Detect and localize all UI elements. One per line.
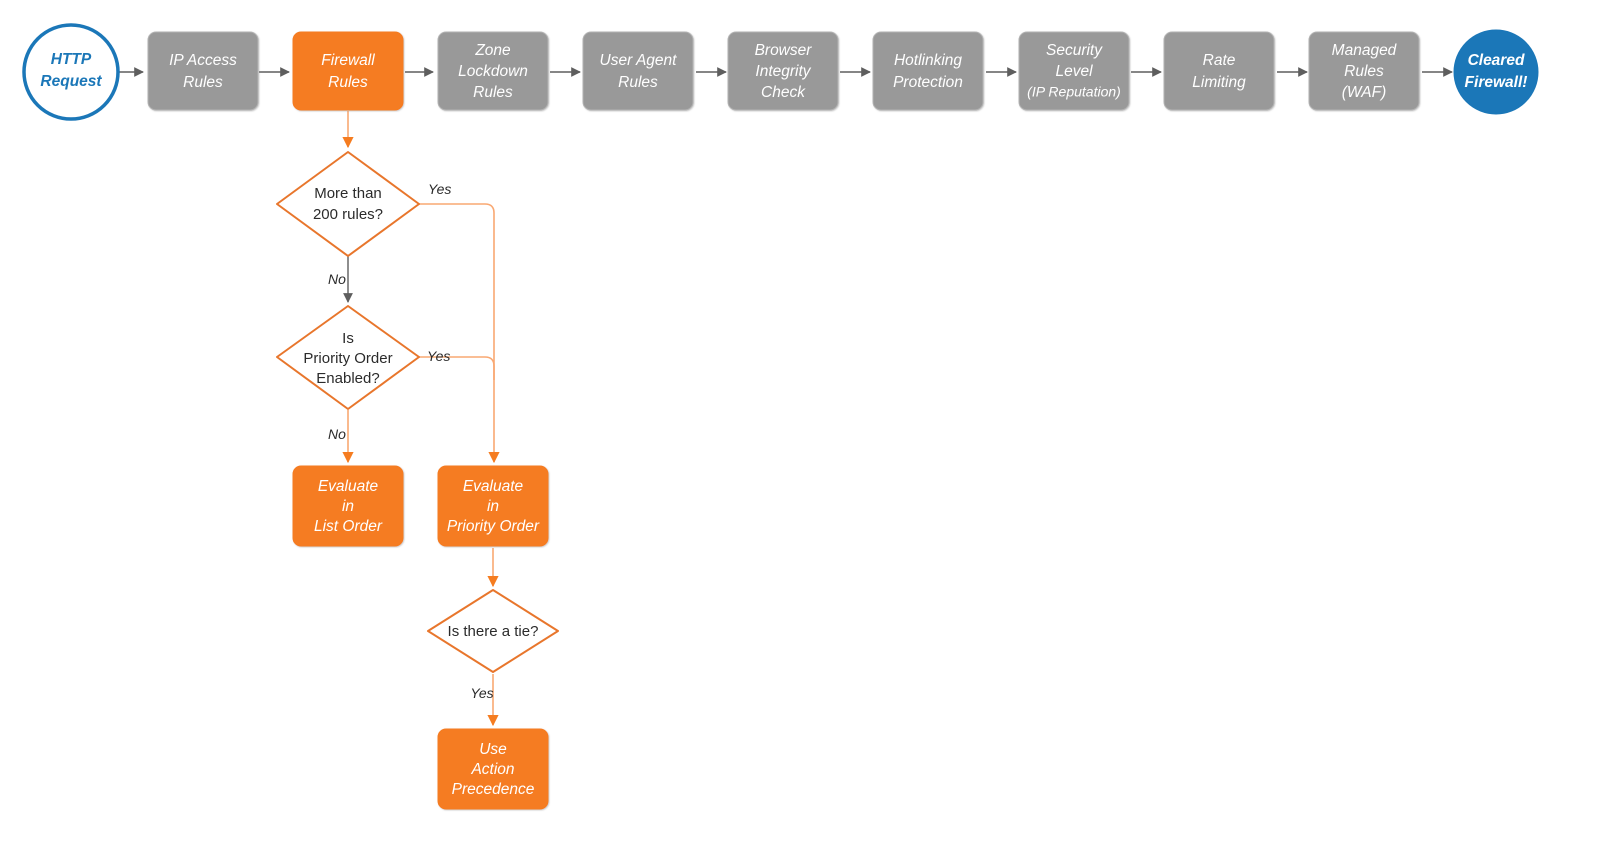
node-security-level[interactable]: Security Level (IP Reputation) bbox=[1018, 31, 1130, 111]
connector-decision-priority-yes-join bbox=[419, 356, 495, 380]
use-action-precedence-label-line1: Use bbox=[479, 741, 507, 758]
hotlinking-protection-label-line1: Hotlinking bbox=[894, 52, 962, 69]
node-browser-integrity-check[interactable]: Browser Integrity Check bbox=[727, 31, 839, 111]
managed-rules-waf-label-line1: Managed bbox=[1332, 42, 1398, 59]
evaluate-priority-order-label-line1: Evaluate bbox=[463, 478, 524, 495]
evaluate-priority-order-label-line2: in bbox=[487, 498, 499, 515]
node-managed-rules-waf[interactable]: Managed Rules (WAF) bbox=[1308, 31, 1420, 111]
edge-label-tie-yes: Yes bbox=[470, 685, 493, 701]
connector-decision200-yes-to-priority-box bbox=[419, 203, 500, 464]
edge-label-more-than-200-no: No bbox=[328, 271, 346, 287]
use-action-precedence-label-line3: Precedence bbox=[452, 781, 535, 798]
user-agent-rules-label-line1: User Agent bbox=[600, 52, 678, 69]
hotlinking-protection-label-line2: Protection bbox=[893, 74, 963, 91]
node-zone-lockdown-rules[interactable]: Zone Lockdown Rules bbox=[437, 31, 549, 111]
node-use-action-precedence[interactable]: Use Action Precedence bbox=[437, 728, 549, 810]
edge-label-more-than-200-yes: Yes bbox=[428, 181, 451, 197]
evaluate-list-order-label-line3: List Order bbox=[314, 518, 383, 535]
managed-rules-waf-box bbox=[1308, 31, 1420, 111]
zone-lockdown-rules-label-line1: Zone bbox=[474, 42, 511, 59]
zone-lockdown-rules-label-line3: Rules bbox=[473, 84, 513, 101]
decision-more-than-200-label-line1: More than bbox=[314, 185, 382, 202]
user-agent-rules-label-line2: Rules bbox=[618, 74, 658, 91]
decision-more-than-200-label-line2: 200 rules? bbox=[313, 206, 383, 223]
use-action-precedence-label-line2: Action bbox=[470, 761, 514, 778]
evaluate-list-order-box bbox=[292, 465, 404, 547]
decision-more-than-200-diamond bbox=[276, 151, 420, 257]
use-action-precedence-box bbox=[437, 728, 549, 810]
rate-limiting-label-line1: Rate bbox=[1203, 52, 1236, 69]
hotlinking-protection-box bbox=[872, 31, 984, 111]
rate-limiting-label-line2: Limiting bbox=[1192, 74, 1246, 91]
decision-priority-order-label-line3: Enabled? bbox=[316, 370, 379, 387]
node-cleared-firewall[interactable]: Cleared Firewall! bbox=[1453, 29, 1539, 115]
decision-tie-diamond bbox=[427, 589, 559, 673]
node-decision-is-there-a-tie[interactable]: Is there a tie? bbox=[427, 589, 559, 673]
node-evaluate-priority-order[interactable]: Evaluate in Priority Order bbox=[437, 465, 549, 547]
zone-lockdown-rules-label-line2: Lockdown bbox=[458, 63, 528, 80]
managed-rules-waf-label-line2: Rules bbox=[1344, 63, 1384, 80]
firewall-rules-box bbox=[292, 31, 404, 111]
node-rate-limiting[interactable]: Rate Limiting bbox=[1163, 31, 1275, 111]
evaluate-priority-order-box bbox=[437, 465, 549, 547]
edge-label-priority-order-yes: Yes bbox=[427, 348, 450, 364]
ip-access-rules-box bbox=[147, 31, 259, 111]
decision-priority-order-diamond bbox=[276, 305, 420, 410]
branch-connectors bbox=[342, 111, 500, 727]
zone-lockdown-rules-box bbox=[437, 31, 549, 111]
node-firewall-rules[interactable]: Firewall Rules bbox=[292, 31, 404, 111]
firewall-rules-label-line1: Firewall bbox=[321, 52, 375, 69]
node-decision-priority-order-enabled[interactable]: Is Priority Order Enabled? bbox=[276, 305, 420, 410]
node-http-request[interactable]: HTTP Request bbox=[22, 23, 120, 121]
decision-tie-label: Is there a tie? bbox=[448, 623, 539, 640]
evaluate-priority-order-label-line3: Priority Order bbox=[447, 518, 540, 535]
rate-limiting-box bbox=[1163, 31, 1275, 111]
evaluate-list-order-label-line2: in bbox=[342, 498, 354, 515]
decision-priority-order-label-line1: Is bbox=[342, 330, 354, 347]
http-request-circle bbox=[22, 23, 120, 121]
node-ip-access-rules[interactable]: IP Access Rules bbox=[147, 31, 259, 111]
cleared-firewall-label-line2: Firewall! bbox=[1465, 74, 1528, 91]
decision-priority-order-label-line2: Priority Order bbox=[303, 350, 392, 367]
user-agent-rules-box bbox=[582, 31, 694, 111]
security-level-label-line1: Security bbox=[1046, 42, 1103, 59]
node-user-agent-rules[interactable]: User Agent Rules bbox=[582, 31, 694, 111]
firewall-rules-label-line2: Rules bbox=[328, 74, 368, 91]
browser-integrity-check-label-line1: Browser bbox=[755, 42, 813, 59]
edge-label-priority-order-no: No bbox=[328, 426, 346, 442]
node-decision-more-than-200-rules[interactable]: More than 200 rules? bbox=[276, 151, 420, 257]
managed-rules-waf-label-line3: (WAF) bbox=[1342, 84, 1386, 101]
ip-access-rules-label-line1: IP Access bbox=[169, 52, 237, 69]
node-evaluate-list-order[interactable]: Evaluate in List Order bbox=[292, 465, 404, 547]
security-level-label-line2: Level bbox=[1055, 63, 1093, 80]
node-hotlinking-protection[interactable]: Hotlinking Protection bbox=[872, 31, 984, 111]
http-request-label-line2: Request bbox=[40, 73, 102, 90]
http-request-label-line1: HTTP bbox=[51, 51, 92, 68]
browser-integrity-check-box bbox=[727, 31, 839, 111]
security-level-label-line3: (IP Reputation) bbox=[1027, 84, 1121, 100]
browser-integrity-check-label-line2: Integrity bbox=[755, 63, 811, 80]
ip-access-rules-label-line2: Rules bbox=[183, 74, 223, 91]
security-level-box bbox=[1018, 31, 1130, 111]
evaluate-list-order-label-line1: Evaluate bbox=[318, 478, 379, 495]
cleared-firewall-label-line1: Cleared bbox=[1468, 52, 1525, 69]
cleared-firewall-circle bbox=[1453, 29, 1539, 115]
browser-integrity-check-label-line3: Check bbox=[761, 84, 806, 101]
